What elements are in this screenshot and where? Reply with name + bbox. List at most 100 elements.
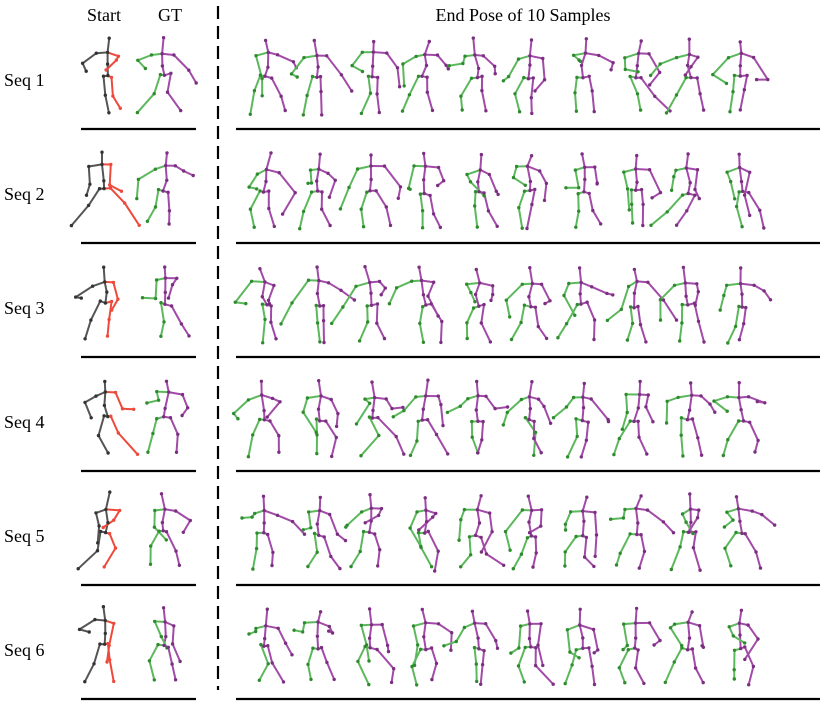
skeleton-joint (473, 300, 477, 304)
skeleton-joint (107, 317, 111, 322)
skeleton-bone (358, 321, 369, 342)
skeleton-bone (105, 59, 118, 71)
skeleton-joint (263, 280, 267, 284)
skeleton-joint (408, 187, 412, 191)
skeleton-joint (316, 620, 320, 624)
skeleton-bone (70, 204, 90, 227)
skeleton-bone (488, 173, 498, 193)
skeleton-joint (92, 662, 96, 666)
skeleton-joint (457, 538, 461, 542)
skeleton-joint (514, 164, 519, 169)
skeleton-joint (493, 72, 497, 76)
skeleton-bone (364, 514, 380, 524)
skeleton-bone (102, 605, 107, 622)
skeleton-joint (721, 453, 725, 458)
skeleton-joint (698, 92, 702, 96)
skeleton-bone (109, 415, 120, 434)
skeleton-bone (422, 621, 427, 638)
skeleton-joint (674, 223, 679, 227)
skeleton-joint (376, 564, 380, 568)
skeleton-joint (746, 395, 751, 399)
skeleton-joint (680, 646, 684, 650)
skeleton-joint (152, 92, 156, 96)
skeleton-joint (174, 450, 179, 454)
skeleton-joint (325, 54, 329, 58)
skeleton-joint (162, 643, 166, 648)
skeleton-bone (738, 622, 741, 637)
skeleton-bone (164, 164, 168, 182)
skeleton-joint (623, 681, 627, 685)
skeleton-bone (270, 77, 283, 98)
skeleton-joint (529, 96, 533, 100)
skeleton-joint (289, 72, 294, 76)
skeleton-bone (373, 533, 381, 551)
skeleton-joint (266, 662, 270, 666)
skeleton-joint (697, 196, 701, 201)
skeleton-bone (581, 520, 585, 537)
skeleton-bone (251, 418, 261, 436)
skeleton-joint (733, 197, 737, 201)
skeleton-joint (315, 634, 320, 638)
skeleton-bone (581, 396, 585, 409)
skeleton-bone (108, 622, 115, 647)
skeleton-bone (162, 179, 168, 192)
skeleton-joint (737, 304, 741, 309)
skeleton-joint (462, 625, 467, 630)
skeleton-bone (630, 203, 634, 224)
skeleton-bone (622, 168, 637, 174)
skeleton-bone (455, 626, 466, 643)
skeleton-joint (370, 75, 374, 79)
skeleton-bone (146, 432, 154, 454)
skeleton-bone (162, 606, 167, 623)
skeleton-bone (694, 667, 705, 684)
skeleton-bone (320, 394, 333, 401)
skeleton-joint (257, 678, 261, 682)
skeleton-joint (254, 629, 258, 634)
skeleton-joint (579, 63, 584, 68)
skeleton-joint (322, 340, 326, 345)
skeleton-joint (261, 494, 266, 498)
skeleton-joint (365, 304, 369, 308)
skeleton-joint (414, 54, 418, 59)
skeleton-joint (442, 179, 446, 183)
skeleton-bone (648, 52, 661, 74)
skeleton-bone (590, 285, 608, 295)
skeleton-joint (368, 401, 372, 405)
sample-pose (718, 266, 773, 345)
skeleton-joint (170, 283, 175, 287)
skeleton-bone (439, 320, 443, 344)
skeleton-bone (418, 305, 424, 325)
skeleton-joint (685, 648, 690, 652)
sequence-row: Seq 5 (4, 490, 820, 587)
skeleton-bone (390, 667, 395, 684)
skeleton-bone (738, 166, 751, 174)
skeleton-joint (536, 643, 540, 647)
skeleton-joint (153, 619, 157, 624)
skeleton-joint (360, 50, 364, 54)
skeleton-joint (368, 646, 372, 650)
skeleton-joint (102, 179, 106, 183)
skeleton-joint (86, 203, 91, 208)
skeleton-bone (271, 551, 274, 567)
skeleton-joint (420, 418, 424, 422)
skeleton-joint (725, 395, 730, 399)
skeleton-bone (356, 645, 367, 663)
skeleton-joint (251, 433, 255, 437)
skeleton-joint (315, 433, 319, 437)
skeleton-bone (506, 398, 523, 414)
skeleton-joint (494, 189, 498, 193)
skeleton-joint (315, 179, 319, 183)
skeleton-bone (182, 170, 195, 177)
skeleton-joint (191, 173, 195, 178)
skeleton-joint (314, 303, 318, 308)
skeleton-joint (426, 378, 430, 382)
skeleton-bone (585, 421, 590, 442)
skeleton-joint (155, 417, 159, 421)
skeleton-bone (261, 281, 266, 298)
skeleton-joint (301, 209, 306, 214)
skeleton-bone (167, 283, 174, 300)
skeleton-joint (470, 609, 475, 613)
skeleton-joint (109, 299, 114, 304)
skeleton-joint (180, 392, 185, 397)
